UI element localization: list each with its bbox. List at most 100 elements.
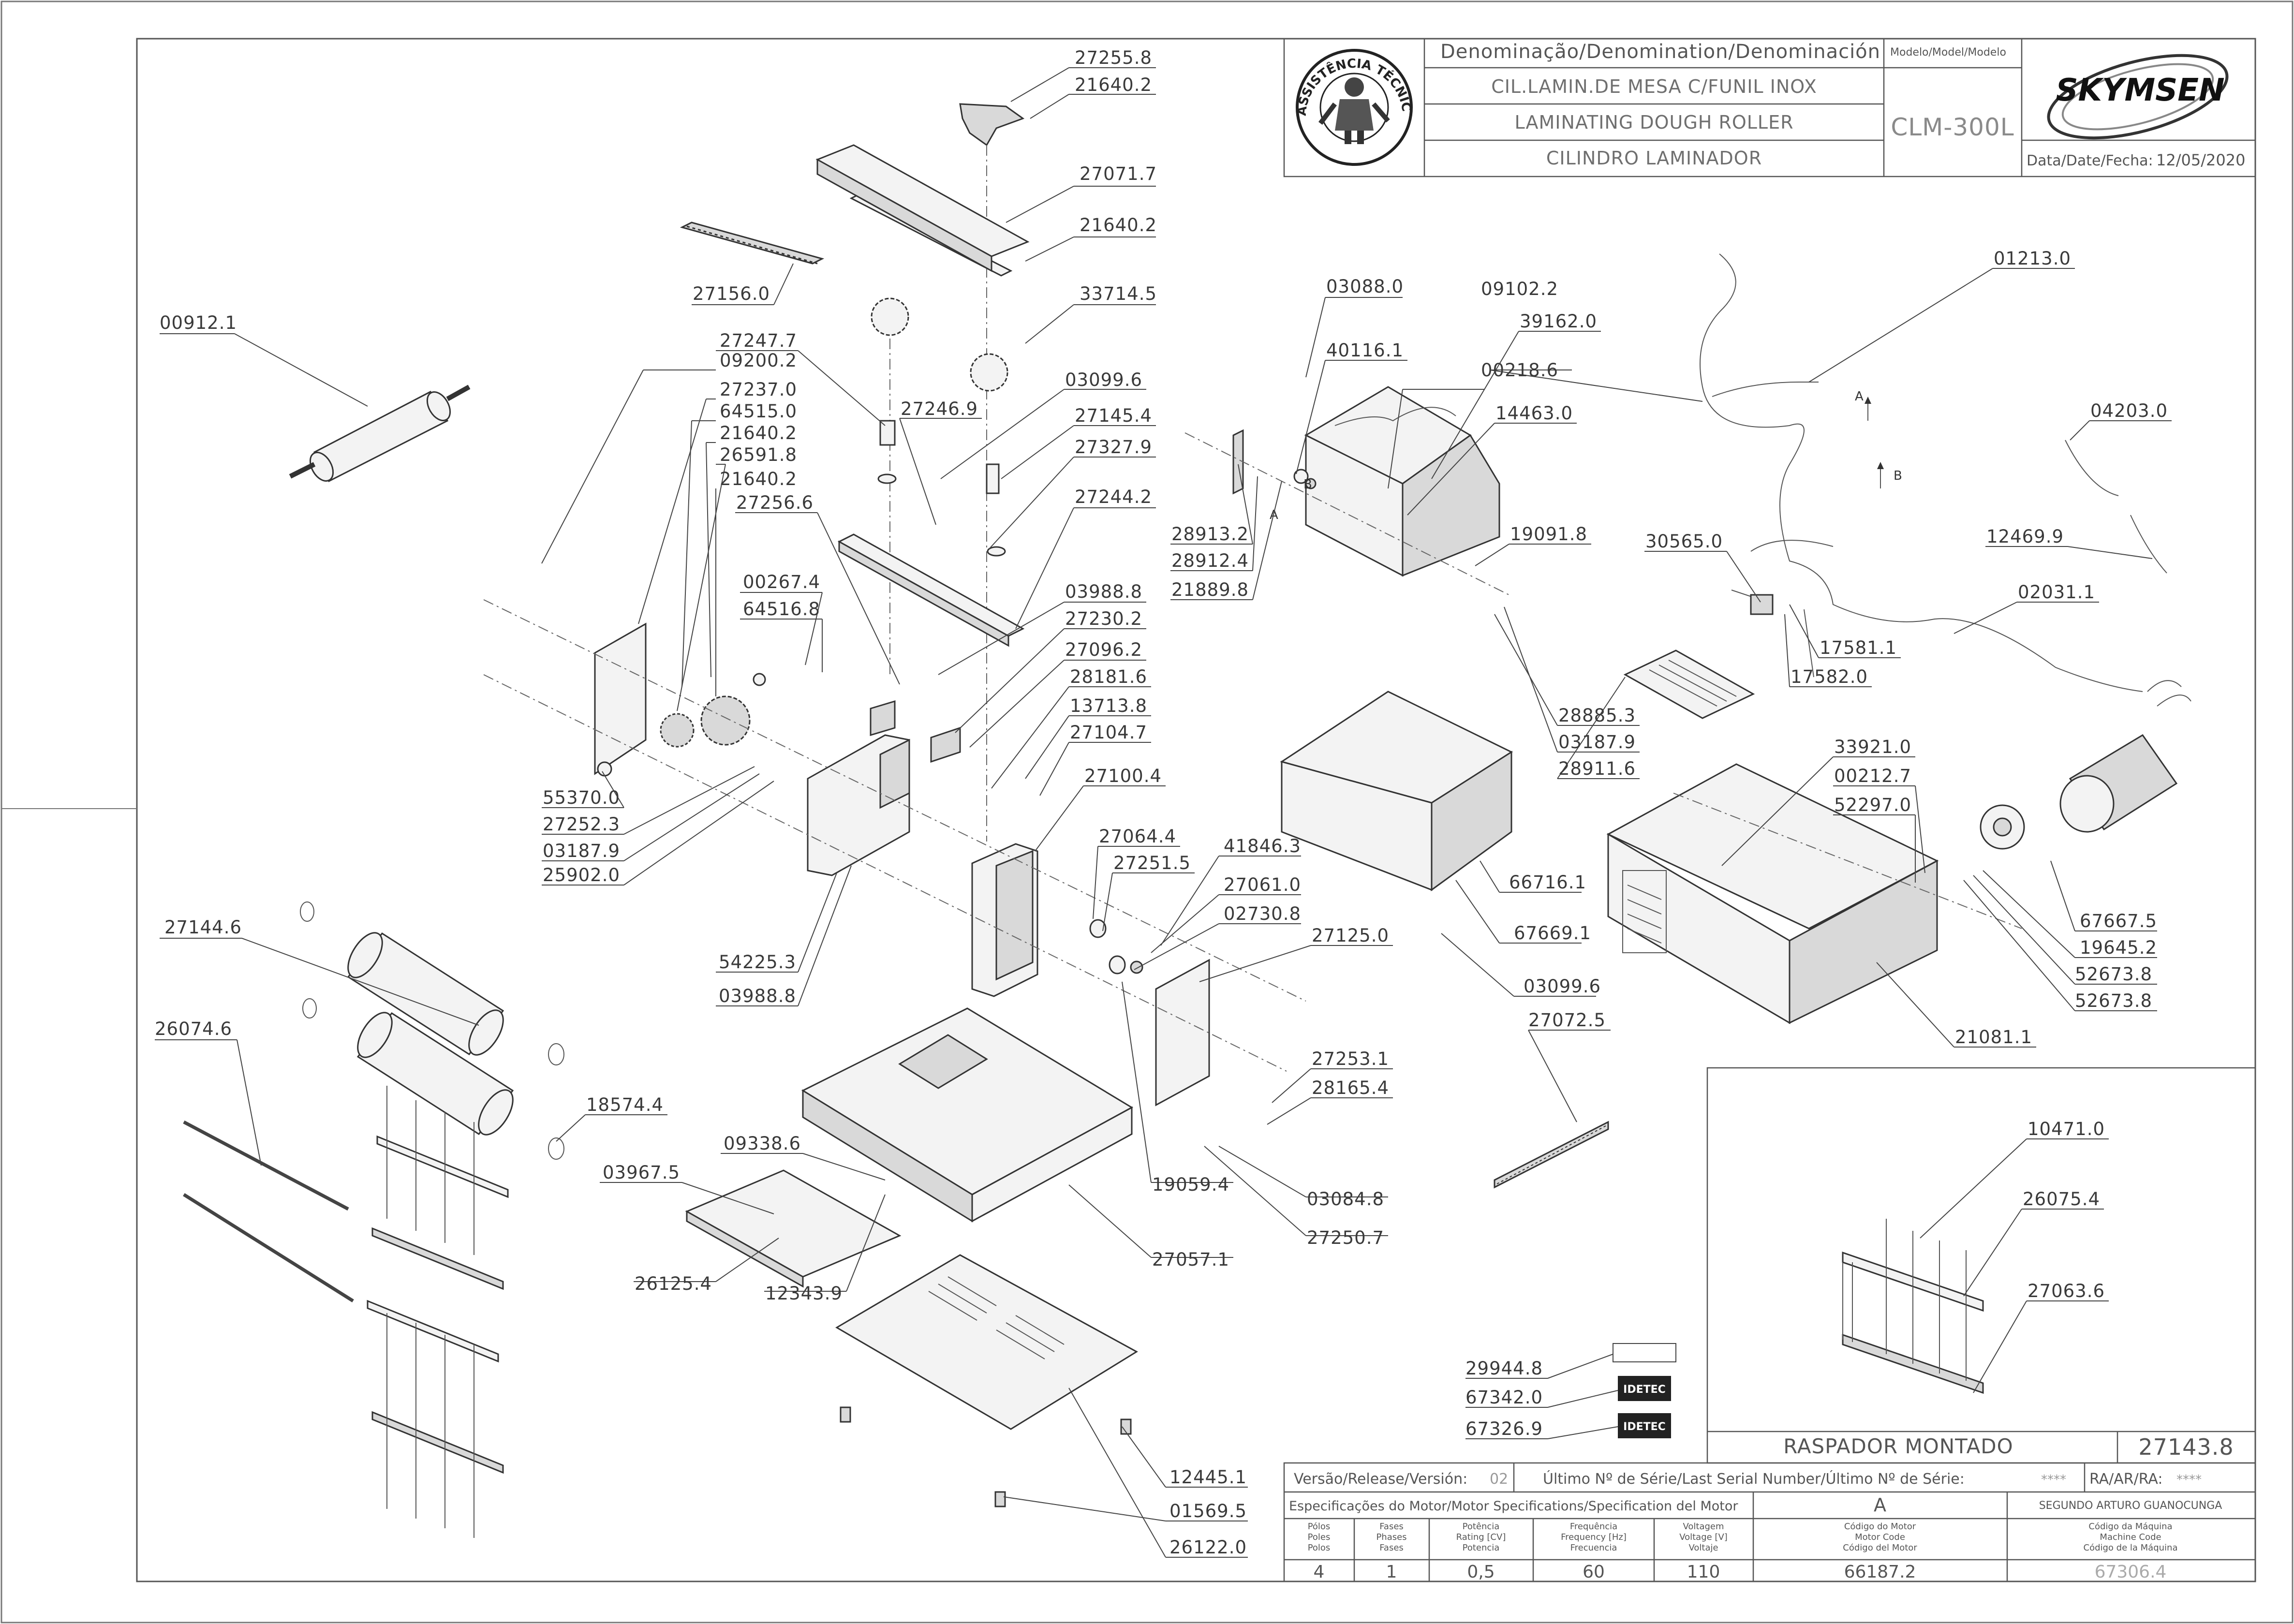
callout-label: 03084.8 [1307,1189,1384,1210]
authorized-service-seal: ASSISTÊNCIA TÉCNICA AUTORIZADA [0,0,1414,166]
callout-label: 03988.8 [1065,581,1142,602]
callout-label: 27096.2 [1065,639,1142,660]
callout-label: 39162.0 [1520,311,1597,332]
machine-code: 67306.4 [2095,1562,2167,1582]
decal-67342: IDETEC [1618,1376,1671,1401]
svg-text:Potencia: Potencia [1463,1543,1500,1553]
callout-label: 14463.0 [1495,403,1573,424]
callout-label: 21640.2 [720,469,797,489]
callout-label: 21640.2 [1080,215,1157,236]
motor-part [1980,680,2191,850]
svg-text:Código do Motor: Código do Motor [1844,1521,1916,1532]
ra-label: RA/AR/RA: [2089,1471,2162,1488]
svg-text:IDETEC: IDETEC [1623,1421,1666,1433]
callout-label: 03088.0 [1326,276,1404,297]
knob-part [959,103,1025,147]
motor-code: 66187.2 [1844,1562,1916,1582]
svg-text:Voltagem: Voltagem [1683,1521,1724,1532]
callout-label: 03988.8 [719,986,796,1006]
svg-text:Frequência: Frequência [1570,1521,1617,1532]
callout-label: 27100.4 [1084,766,1162,786]
callout-label: 67669.1 [1514,923,1591,944]
hopper-part [1304,386,1500,577]
callout-label: 28912.4 [1171,550,1249,571]
callout-label: 01213.0 [1994,248,2071,269]
callout-label: 27256.6 [736,492,814,513]
sprocket-right [970,353,1008,392]
tray-part [685,1169,902,1288]
left-side-plate [594,622,647,775]
callout-label: 12343.9 [765,1283,843,1304]
callout-label: 66716.1 [1509,872,1586,893]
callout-label: 26591.8 [720,444,797,465]
top-bar-part [815,144,1030,257]
arrow-a: A [1855,389,1871,421]
product-name-en: LAMINATING DOUGH ROLLER [1514,112,1793,133]
revision-letter: A [1874,1494,1886,1516]
callout-label: 64516.8 [743,599,820,620]
callout-label: 28165.4 [1312,1078,1389,1098]
motor-housing-part [1606,763,1939,1024]
callout-label: 40116.1 [1326,340,1404,361]
gear-64515 [700,695,751,746]
callout-label: 64515.0 [720,401,797,422]
callout-label: 67667.5 [2080,911,2157,931]
svg-text:Voltage [V]: Voltage [V] [1679,1532,1728,1542]
callout-label: 00267.4 [743,572,820,592]
callout-label: 21640.2 [1075,74,1152,95]
bottom-cover-part [835,1254,1138,1507]
callout-label: 52297.0 [1834,795,1911,815]
scraper-assembly-box: RASPADOR MONTADO 27143.8 [1706,1067,2256,1464]
svg-text:Pólos: Pólos [1308,1521,1331,1532]
rear-cover-part [1280,691,1513,891]
callout-label: 27061.0 [1224,874,1301,895]
svg-text:Fases: Fases [1379,1543,1404,1553]
callout-label: 27252.3 [543,814,620,835]
scraper-rods-part [183,1086,509,1538]
decal-67326: IDETEC [1618,1413,1671,1438]
svg-text:IDETEC: IDETEC [1623,1384,1666,1396]
callout-label: 27125.0 [1312,925,1389,946]
callout-label: 52673.8 [2075,964,2152,985]
motor-voltage: 110 [1687,1562,1720,1582]
callout-label: 27063.6 [2028,1281,2105,1301]
arrow-b: B [1877,462,1902,488]
callout-label: 27072.5 [1528,1010,1606,1031]
callout-label: 27255.8 [1075,47,1152,68]
scraper-title: RASPADOR MONTADO [1783,1434,2013,1458]
seal-text: ASSISTÊNCIA TÉCNICA AUTORIZADA [0,0,1414,117]
callout-label: 27064.4 [1099,826,1176,847]
roller-00912-part [289,384,471,483]
callout-label: 12469.9 [1986,526,2064,547]
callout-label: 00212.7 [1834,766,1911,786]
callout-label: 67326.9 [1465,1418,1543,1439]
decal-29944 [1613,1343,1676,1362]
callout-label: 33714.5 [1080,283,1157,304]
callout-label: 03187.9 [1558,732,1636,753]
callout-label: 28885.3 [1558,705,1636,726]
callout-label: 00912.1 [160,312,237,333]
callout-label: 27327.9 [1075,437,1152,458]
release-value: 02 [1490,1471,1508,1488]
motor-frequency: 60 [1583,1562,1605,1582]
callout-label: 41846.3 [1224,836,1301,856]
callout-label: 25902.0 [543,865,620,886]
strip-part [1494,1121,1609,1189]
drawing-frame [136,38,2256,1582]
callout-label: 19091.8 [1510,524,1587,545]
callout-label: 27251.5 [1113,853,1191,873]
model-header: Modelo/Model/Modelo [1890,46,2006,59]
callout-label: 03099.6 [1065,369,1142,390]
svg-text:Voltaje: Voltaje [1688,1543,1718,1553]
callout-label: 19645.2 [2080,937,2157,958]
callout-label: 26074.6 [155,1019,232,1039]
model-value: CLM-300L [1891,113,2014,141]
callout-label: 27057.1 [1152,1249,1229,1270]
callout-label: 28181.6 [1070,666,1147,687]
svg-text:Motor Code: Motor Code [1855,1532,1905,1542]
gear-26591 [660,713,695,748]
parts-geometry: A B A B IDETEC IDETEC [183,103,2191,1538]
svg-text:ASSISTÊNCIA TÉCNICA AUTORIZADA: ASSISTÊNCIA TÉCNICA AUTORIZADA [0,0,1414,117]
